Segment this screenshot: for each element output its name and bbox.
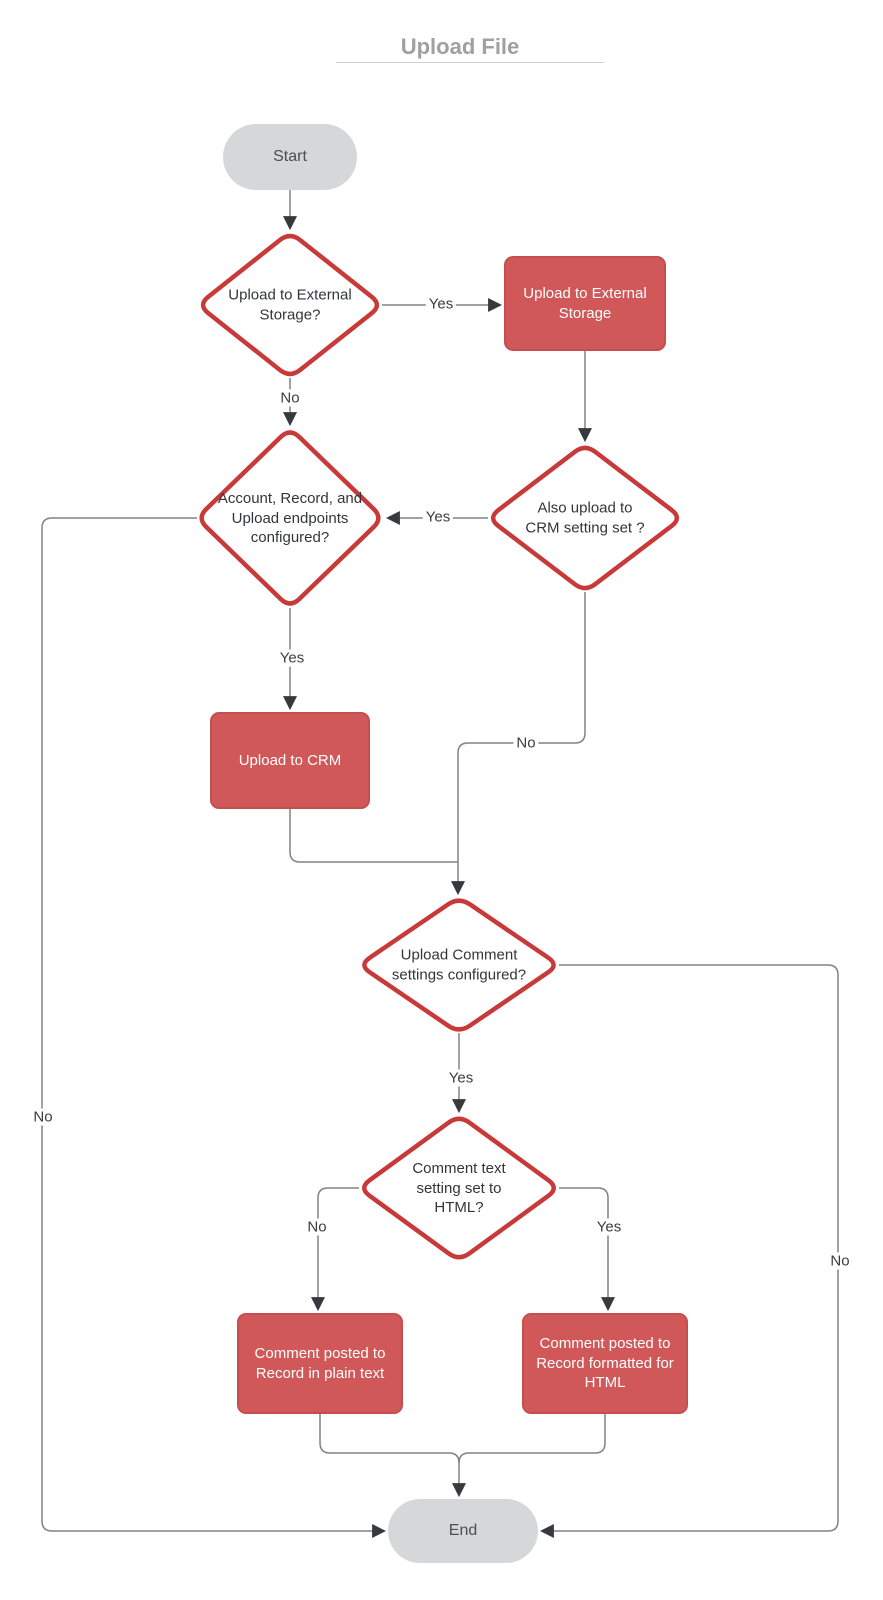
decision-comment-text-html-shape xyxy=(362,1116,556,1260)
diagram-title: Upload File xyxy=(400,34,520,59)
decision-upload-comment-settings-shape xyxy=(362,898,556,1032)
connector-commentsettings-no-to-end xyxy=(539,964,839,1538)
decision-upload-external-storage-label: Upload to External Storage? xyxy=(228,286,352,324)
process-comment-plain-text: Comment posted to Record in plain text xyxy=(237,1313,403,1414)
decision-upload-comment-settings-label: Upload Comment settings configured? xyxy=(391,946,527,984)
connector-commenthtml-yes xyxy=(559,1187,615,1312)
connector-plainbox-to-end xyxy=(319,1414,460,1464)
edge-label-commenthtml-yes: Yes xyxy=(593,1218,625,1236)
connector-endpoints-no-to-end xyxy=(41,517,387,1538)
process-upload-crm: Upload to CRM xyxy=(210,712,370,809)
edge-label-external-no: No xyxy=(277,389,303,407)
edge-label-alsocrm-yes: Yes xyxy=(422,508,454,526)
edge-label-commenthtml-no: No xyxy=(304,1218,330,1236)
edge-label-endpoints-yes: Yes xyxy=(276,649,308,667)
process-comment-html: Comment posted to Record formatted for H… xyxy=(522,1313,688,1414)
connector-commenthtml-no xyxy=(311,1187,359,1312)
decision-upload-external-storage-shape xyxy=(200,233,380,377)
edge-label-endpoints-no: No xyxy=(30,1108,56,1126)
connector-htmlbox-to-end xyxy=(458,1414,606,1464)
decision-also-upload-crm-shape xyxy=(490,445,680,591)
edge-label-alsocrm-no: No xyxy=(513,734,539,752)
decision-endpoints-configured-label: Account, Record, and Upload endpoints co… xyxy=(217,489,363,546)
edge-label-commentsettings-yes: Yes xyxy=(445,1069,477,1087)
decision-also-upload-crm-label: Also upload to CRM setting set ? xyxy=(525,499,645,537)
process-upload-external-storage: Upload to External Storage xyxy=(504,256,666,351)
title-underline xyxy=(336,62,604,63)
end-node: End xyxy=(388,1499,538,1563)
decision-comment-text-html-label: Comment text setting set to HTML? xyxy=(412,1159,506,1216)
edge-label-commentsettings-no: No xyxy=(827,1252,853,1270)
connector-uploadcrm-to-commentsettings xyxy=(289,809,458,863)
start-node: Start xyxy=(223,124,357,190)
decision-endpoints-configured-shape xyxy=(199,430,381,606)
edge-label-external-yes: Yes xyxy=(425,295,457,313)
